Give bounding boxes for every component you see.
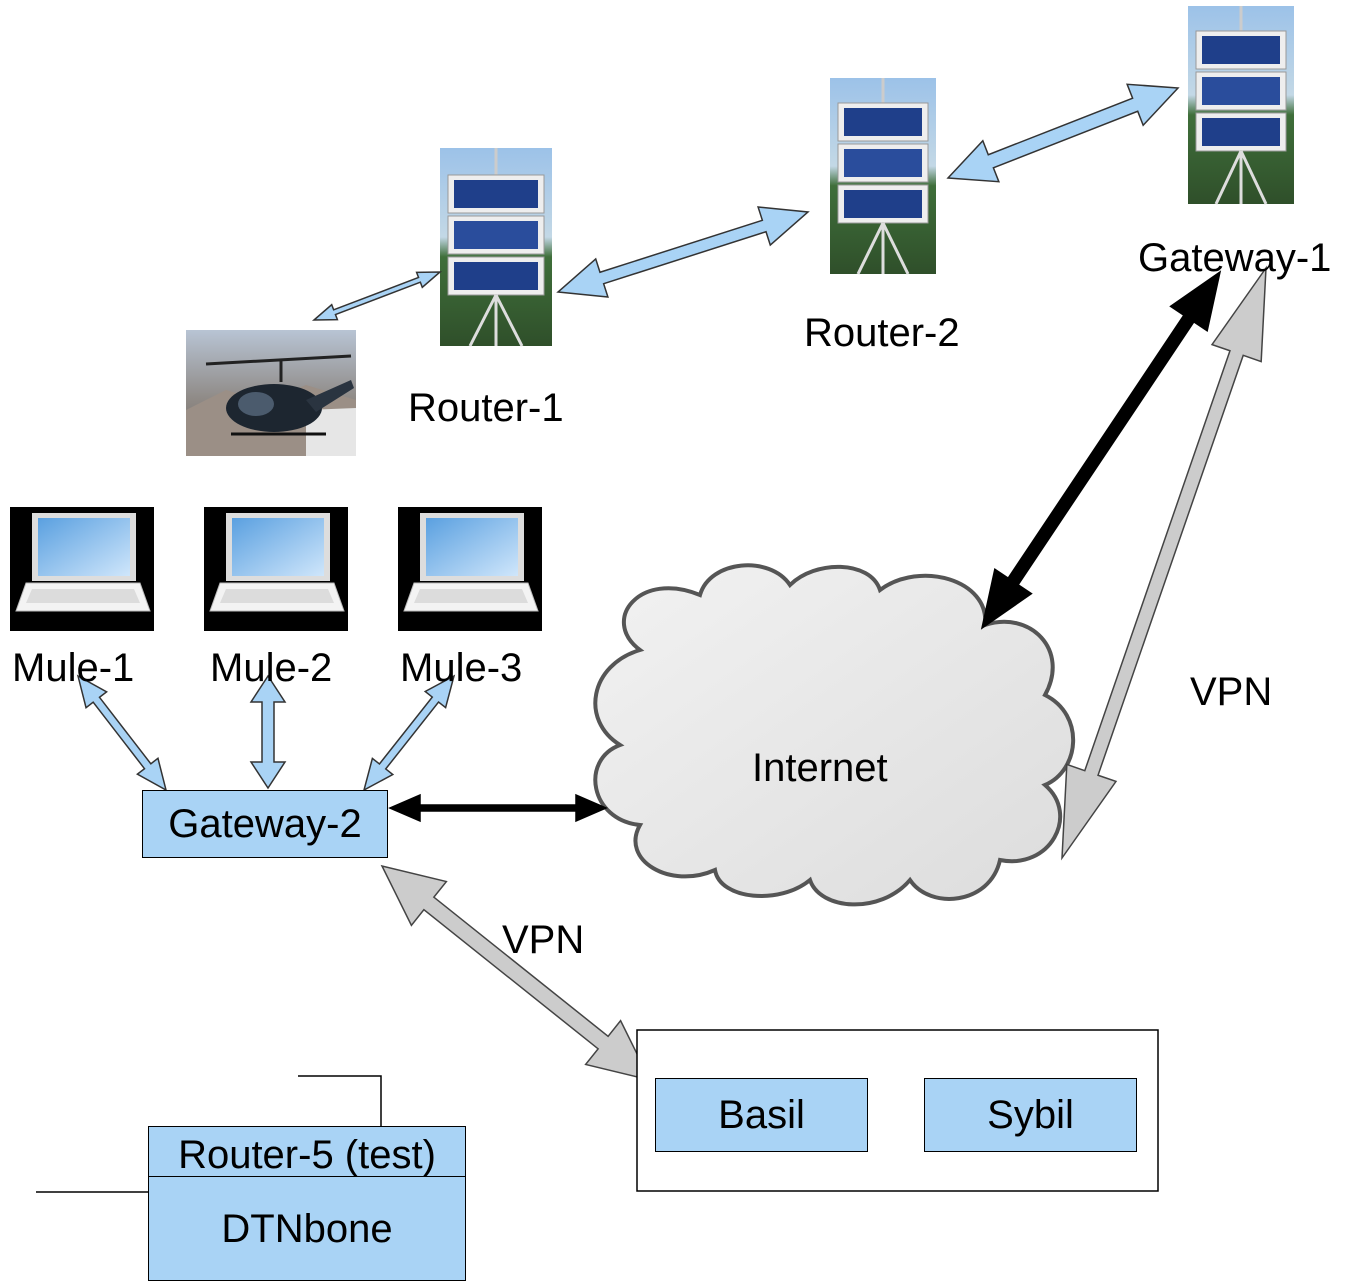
router-5-test-box: Router-5 (test) bbox=[148, 1126, 466, 1184]
mule-2-label: Mule-2 bbox=[210, 646, 333, 690]
gateway-2-box: Gateway-2 bbox=[142, 790, 388, 858]
arrow-internet-gateway1 bbox=[980, 270, 1222, 630]
mule-3-label: Mule-3 bbox=[400, 646, 523, 690]
arrow-vpn-gateway2-basil bbox=[380, 864, 652, 1082]
router-2-label: Router-2 bbox=[804, 311, 960, 355]
vpn-left-label: VPN bbox=[502, 918, 585, 962]
router-1-label: Router-1 bbox=[408, 386, 564, 430]
mule-2-laptop-photo bbox=[204, 507, 348, 631]
mule-1-laptop-photo bbox=[10, 507, 154, 631]
vpn-right-label: VPN bbox=[1190, 670, 1273, 714]
mule-3-laptop-photo bbox=[398, 507, 542, 631]
router5-connector-line bbox=[298, 1075, 382, 1126]
mule-1-label: Mule-1 bbox=[12, 646, 135, 690]
arrow-mule2-gateway2 bbox=[249, 674, 287, 790]
arrow-router1-router2 bbox=[556, 206, 810, 298]
sybil-box: Sybil bbox=[924, 1078, 1137, 1152]
internet-cloud-icon bbox=[593, 563, 1076, 907]
helicopter-photo bbox=[186, 330, 356, 456]
arrow-internet-gateway2 bbox=[388, 793, 608, 823]
router-1-station-photo bbox=[440, 148, 552, 347]
arrow-router2-gateway1 bbox=[946, 83, 1180, 183]
arrow-mule1-gateway2 bbox=[76, 674, 168, 792]
dtnbone-box: DTNbone bbox=[148, 1176, 466, 1281]
arrow-helicopter-router1 bbox=[311, 271, 443, 321]
arrow-vpn-gateway1-sybil bbox=[1061, 265, 1267, 861]
basil-box: Basil bbox=[655, 1078, 868, 1152]
router-2-station-photo bbox=[830, 78, 936, 275]
arrow-mule3-gateway2 bbox=[362, 674, 456, 792]
gateway-1-station-photo bbox=[1188, 6, 1294, 205]
gateway-1-label: Gateway-1 bbox=[1138, 236, 1332, 280]
internet-label: Internet bbox=[752, 746, 888, 790]
